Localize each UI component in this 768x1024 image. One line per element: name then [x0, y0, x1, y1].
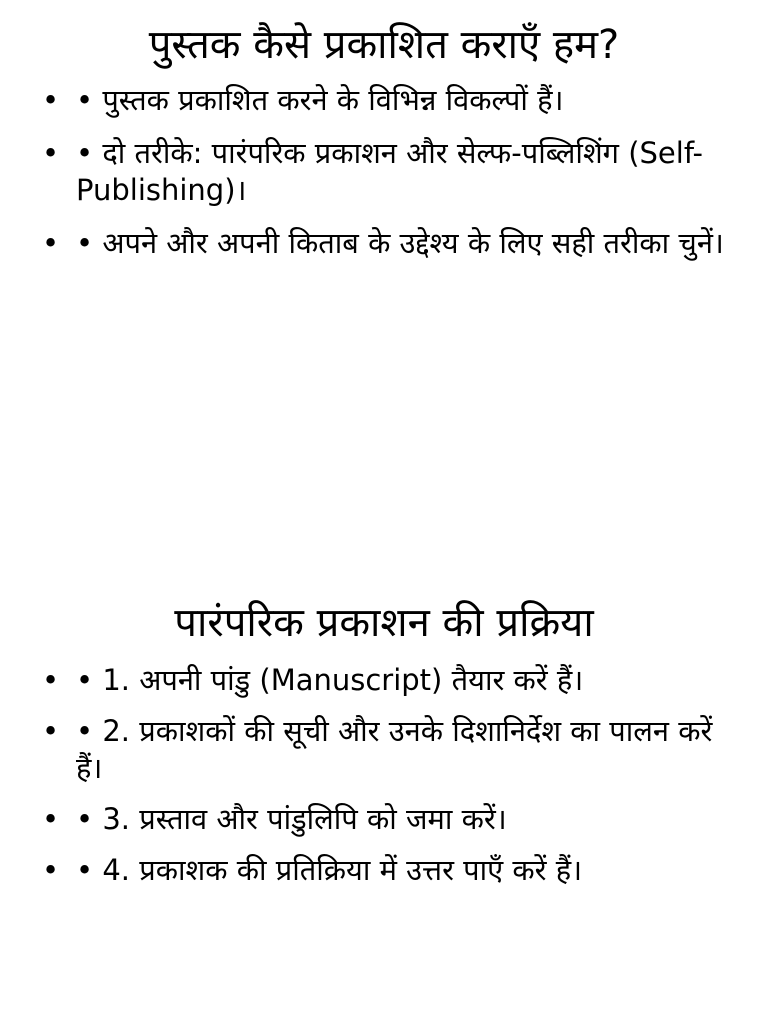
bullet-marker: • — [42, 663, 60, 697]
bullet-item: • • अपने और अपनी किताब के उद्देश्य के लि… — [0, 225, 768, 262]
bullet-item: • • 1. अपनी पांडु (Manuscript) तैयार करे… — [0, 662, 768, 699]
bullet-list: • • 1. अपनी पांडु (Manuscript) तैयार करे… — [0, 662, 768, 889]
slide-2: पारंपरिक प्रकाशन की प्रक्रिया • • 1. अपन… — [0, 598, 768, 903]
bullet-text: • दो तरीके: पारंपरिक प्रकाशन और सेल्फ-पब… — [76, 136, 703, 207]
bullet-marker: • — [42, 226, 60, 260]
bullet-text: • पुस्तक प्रकाशित करने के विभिन्न विकल्प… — [76, 83, 564, 117]
bullet-marker: • — [42, 853, 60, 887]
slide-1: पुस्तक कैसे प्रकाशित कराएँ हम? • • पुस्त… — [0, 20, 768, 278]
bullet-marker: • — [42, 714, 60, 748]
bullet-item: • • पुस्तक प्रकाशित करने के विभिन्न विकल… — [0, 82, 768, 119]
bullet-item: • • 3. प्रस्ताव और पांडुलिपि को जमा करें… — [0, 801, 768, 838]
slide-title: पुस्तक कैसे प्रकाशित कराएँ हम? — [148, 22, 620, 68]
slide-title: पारंपरिक प्रकाशन की प्रक्रिया — [174, 600, 594, 646]
bullet-marker: • — [42, 802, 60, 836]
bullet-marker: • — [42, 83, 60, 117]
bullet-marker: • — [42, 136, 60, 170]
bullet-item: • • 4. प्रकाशक की प्रतिक्रिया में उत्तर … — [0, 852, 768, 889]
bullet-text: • अपने और अपनी किताब के उद्देश्य के लिए … — [76, 226, 724, 260]
bullet-text: • 1. अपनी पांडु (Manuscript) तैयार करें … — [76, 663, 584, 697]
bullet-text: • 2. प्रकाशकों की सूची और उनके दिशानिर्द… — [76, 714, 713, 785]
bullet-text: • 4. प्रकाशक की प्रतिक्रिया में उत्तर पा… — [76, 853, 583, 887]
bullet-text: • 3. प्रस्ताव और पांडुलिपि को जमा करें। — [76, 802, 507, 836]
bullet-item: • • 2. प्रकाशकों की सूची और उनके दिशानिर… — [0, 713, 768, 787]
bullet-list: • • पुस्तक प्रकाशित करने के विभिन्न विकल… — [0, 82, 768, 262]
bullet-item: • • दो तरीके: पारंपरिक प्रकाशन और सेल्फ-… — [0, 135, 768, 209]
